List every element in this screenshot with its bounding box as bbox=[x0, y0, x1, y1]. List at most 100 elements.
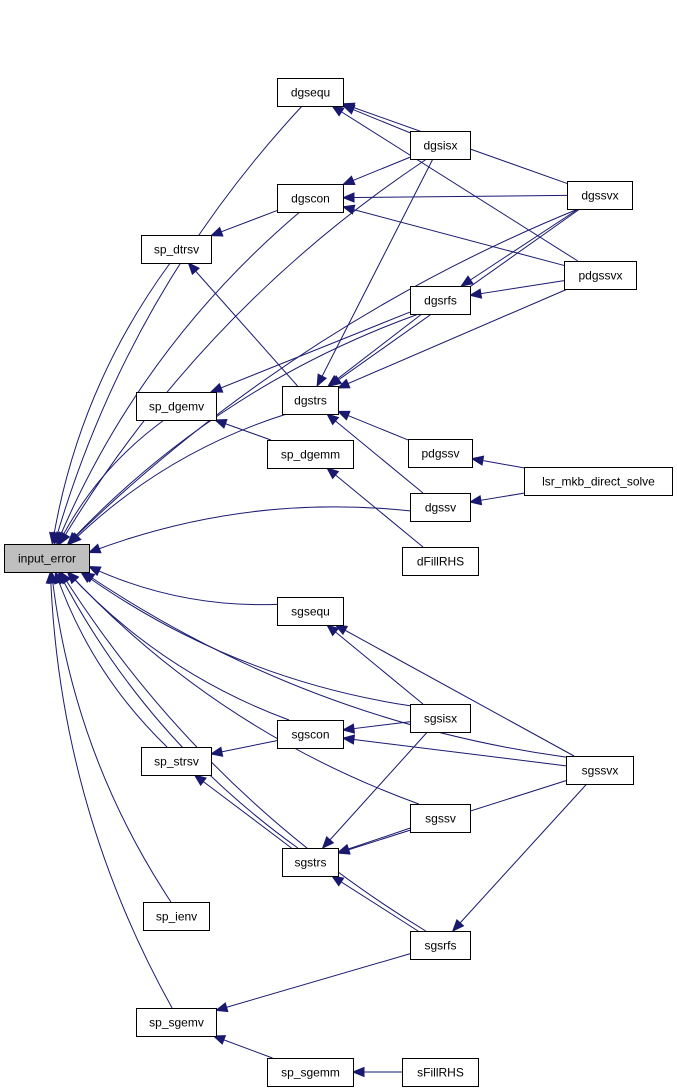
node-box bbox=[4, 544, 90, 573]
arrowhead-sgssv-to-input_error bbox=[66, 571, 80, 584]
edge-dgsrfs-to-sp_dgemv bbox=[210, 311, 411, 393]
arrowhead-dgssvx-to-dgsrfs bbox=[460, 275, 474, 287]
edge-pdgssvx-to-dgstrs bbox=[337, 288, 568, 389]
node-box bbox=[567, 181, 633, 210]
arrowhead-sgssvx-to-sgsrfs bbox=[451, 918, 465, 932]
node-lsr-mkb-direct-solve[interactable]: lsr_mkb_direct_solve bbox=[524, 467, 673, 496]
node-sgsrfs[interactable]: sgsrfs bbox=[410, 931, 471, 960]
arrowhead-dgscon-to-sp_dtrsv bbox=[209, 226, 224, 237]
node-label: pdgssv bbox=[421, 447, 459, 461]
node-dgsisx[interactable]: dgsisx bbox=[410, 131, 471, 160]
edge-dgsisx-to-dgsequ bbox=[342, 104, 411, 134]
node-pdgssvx[interactable]: pdgssvx bbox=[564, 261, 637, 290]
node-sgsequ[interactable]: sgsequ bbox=[277, 597, 344, 626]
node-box bbox=[136, 1008, 217, 1037]
arrowhead-sFillRHS-to-sp_sgemm bbox=[351, 1066, 365, 1078]
edge-pdgssvx-to-dgscon bbox=[342, 206, 565, 266]
edge-sgstrs-to-input_error bbox=[58, 571, 299, 849]
arrowhead-dgsrfs-to-sp_dgemv bbox=[209, 382, 224, 393]
edge-sgstrs-to-sp_strsv bbox=[194, 774, 292, 849]
edge-sgssv-to-sgstrs bbox=[337, 827, 411, 853]
node-dgssvx[interactable]: dgssvx bbox=[567, 181, 633, 210]
node-sp-sgemv[interactable]: sp_sgemv bbox=[136, 1008, 217, 1037]
edge-sgssvx-to-sgscon bbox=[342, 737, 567, 767]
node-label: dgssvx bbox=[581, 189, 618, 203]
node-sp-dgemv[interactable]: sp_dgemv bbox=[136, 392, 217, 421]
node-label: sp_ienv bbox=[156, 910, 197, 924]
node-sp-sgemm[interactable]: sp_sgemm bbox=[267, 1058, 354, 1087]
arrowhead-dgsisx-to-dgscon bbox=[341, 175, 356, 186]
node-dgsequ[interactable]: dgsequ bbox=[277, 78, 344, 107]
node-pdgssv[interactable]: pdgssv bbox=[408, 439, 473, 468]
nodes-layer: input_error dgsequ dgsisx dgscon dgssvx sp_dt… bbox=[4, 78, 673, 1087]
node-label: input_error bbox=[18, 552, 76, 566]
edge-pdgssv-to-dgstrs bbox=[337, 410, 409, 441]
node-label: sgscon bbox=[291, 728, 329, 742]
node-box bbox=[402, 1058, 479, 1087]
node-sp-ienv[interactable]: sp_ienv bbox=[143, 902, 210, 931]
arrowhead-pdgssvx-to-dgsequ bbox=[331, 105, 345, 117]
node-label: sFillRHS bbox=[417, 1066, 464, 1080]
node-box bbox=[410, 493, 471, 522]
node-sgscon[interactable]: sgscon bbox=[277, 720, 344, 749]
edge-sp_sgemv-to-input_error bbox=[49, 571, 173, 1009]
node-label: dgstrs bbox=[294, 394, 327, 408]
node-sgsisx[interactable]: sgsisx bbox=[410, 704, 471, 733]
arrowhead-dgstrs-to-sp_dtrsv bbox=[187, 262, 200, 276]
node-box bbox=[410, 286, 471, 315]
node-dgstrs[interactable]: dgstrs bbox=[282, 386, 339, 415]
node-label: dgsrfs bbox=[424, 294, 457, 308]
node-box bbox=[267, 1058, 354, 1087]
edge-dgssvx-to-input_error bbox=[67, 208, 579, 545]
node-label: dgscon bbox=[291, 192, 330, 206]
arrowhead-sgsisx-to-sgsequ bbox=[325, 624, 340, 637]
arrowhead-pdgssv-to-dgstrs bbox=[336, 410, 351, 421]
edge-sgsequ-to-input_error bbox=[88, 566, 278, 606]
node-label: sgssvx bbox=[582, 764, 619, 778]
node-sgstrs[interactable]: sgstrs bbox=[282, 848, 339, 877]
node-sgssv[interactable]: sgssv bbox=[410, 804, 471, 833]
arrowhead-sgssvx-to-input_error bbox=[81, 571, 96, 583]
node-dgsrfs[interactable]: dgsrfs bbox=[410, 286, 471, 315]
arrowhead-dFillRHS-to-sp_dgemm bbox=[325, 467, 340, 480]
node-sp-dgemm[interactable]: sp_dgemm bbox=[267, 440, 354, 469]
edge-dgssv-to-dgstrs bbox=[326, 413, 424, 494]
edge-dgscon-to-sp_dtrsv bbox=[210, 210, 278, 237]
arrowhead-dgstrs-to-input_error bbox=[68, 532, 82, 545]
edge-dgsequ-to-input_error bbox=[53, 105, 303, 545]
node-sFillRHS[interactable]: sFillRHS bbox=[402, 1058, 479, 1087]
node-dgscon[interactable]: dgscon bbox=[277, 184, 344, 213]
node-label: sgstrs bbox=[294, 856, 326, 870]
node-dFillRHS[interactable]: dFillRHS bbox=[402, 547, 479, 576]
node-box bbox=[410, 131, 471, 160]
edge-sgsisx-to-input_error bbox=[80, 571, 411, 707]
node-sgssvx[interactable]: sgssvx bbox=[566, 756, 634, 785]
node-label: sgssv bbox=[425, 812, 456, 826]
node-label: sgsrfs bbox=[424, 939, 456, 953]
node-box bbox=[564, 261, 637, 290]
arrowhead-lsr_mkb_direct_solve-to-pdgssv bbox=[470, 455, 485, 466]
node-sp-strsv[interactable]: sp_strsv bbox=[141, 747, 212, 776]
node-input-error[interactable]: input_error bbox=[4, 544, 90, 573]
arrowhead-sp_sgemv-to-input_error bbox=[45, 570, 57, 584]
edge-sgssvx-to-input_error bbox=[82, 571, 567, 758]
node-sp-dtrsv[interactable]: sp_dtrsv bbox=[141, 235, 212, 264]
arrowhead-sgsrfs-to-sp_sgemv bbox=[214, 1002, 229, 1013]
arrowhead-sgsrfs-to-sgstrs bbox=[330, 875, 345, 887]
arrowhead-sp_dgemv-to-input_error bbox=[57, 531, 69, 546]
node-box bbox=[141, 235, 212, 264]
node-label: dgsisx bbox=[423, 139, 457, 153]
edge-dgsrfs-to-dgstrs bbox=[327, 313, 423, 387]
arrowhead-sp_sgemm-to-sp_sgemv bbox=[212, 1035, 227, 1045]
edge-dgssvx-to-dgscon bbox=[342, 194, 568, 199]
arrowhead-dgssvx-to-dgsequ bbox=[341, 102, 356, 113]
arrowhead-lsr_mkb_direct_solve-to-dgssv bbox=[468, 495, 483, 506]
node-label: sgsequ bbox=[291, 605, 330, 619]
edge-dgstrs-to-input_error bbox=[69, 413, 287, 545]
node-box bbox=[277, 597, 344, 626]
edge-sgsrfs-to-sgstrs bbox=[331, 875, 419, 932]
node-box bbox=[277, 78, 344, 107]
node-dgssv[interactable]: dgssv bbox=[410, 493, 471, 522]
node-box bbox=[566, 756, 634, 785]
edge-dgssvx-to-dgsrfs bbox=[460, 208, 579, 287]
